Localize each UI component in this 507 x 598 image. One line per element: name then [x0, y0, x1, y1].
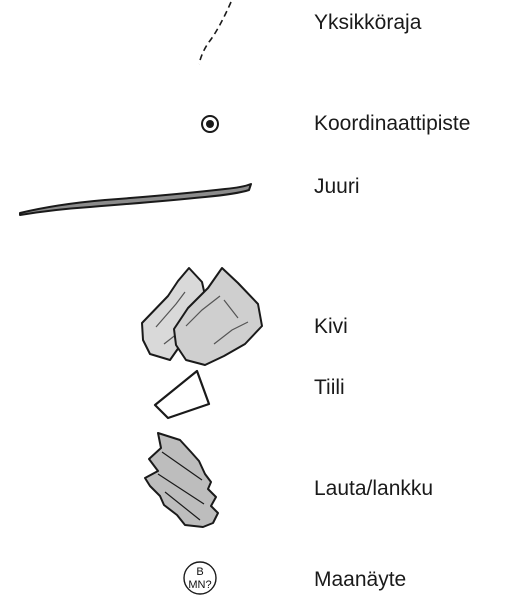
- label-kivi: Kivi: [314, 315, 348, 339]
- label-maanayte: Maanäyte: [314, 568, 406, 592]
- label-yksikkoraja: Yksikköraja: [314, 11, 421, 35]
- plank-icon: [145, 433, 218, 527]
- label-lauta-lankku: Lauta/lankku: [314, 477, 433, 501]
- root-icon: [20, 184, 251, 215]
- soil-sample-icon: B MN?: [184, 562, 216, 594]
- stone-icon: [142, 268, 262, 365]
- label-koordinaattipiste: Koordinaattipiste: [314, 112, 470, 136]
- coordinate-point-icon: [202, 116, 218, 132]
- label-juuri: Juuri: [314, 175, 360, 199]
- label-tiili: Tiili: [314, 376, 345, 400]
- sample-symbol-bottom: MN?: [188, 579, 211, 591]
- sample-symbol-top: B: [196, 566, 203, 578]
- dashed-boundary-line-icon: [199, 2, 231, 64]
- brick-icon: [155, 371, 209, 418]
